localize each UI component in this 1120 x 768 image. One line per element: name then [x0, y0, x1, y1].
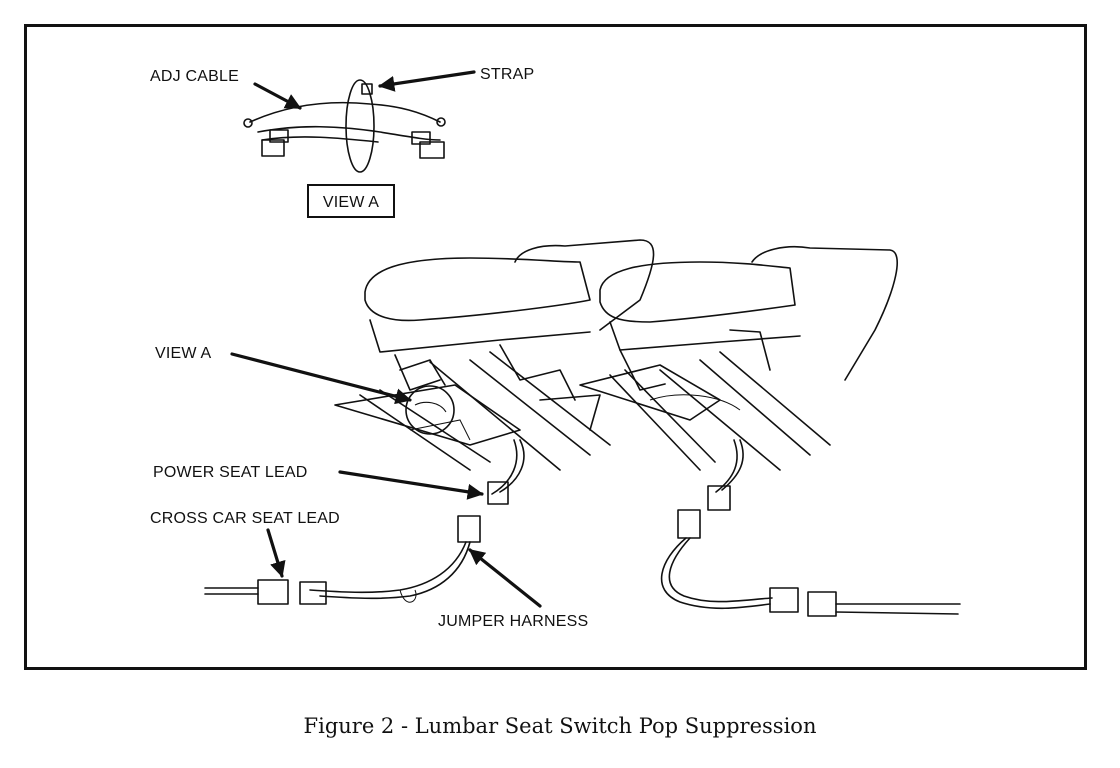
figure-caption: Figure 2 - Lumbar Seat Switch Pop Suppre…: [303, 714, 817, 738]
figure-frame: [24, 24, 1087, 670]
adj-cable-label: ADJ CABLE: [150, 68, 239, 85]
power-seat-lead-label: POWER SEAT LEAD: [153, 464, 307, 481]
left-seat: [334, 239, 655, 471]
right-seat: [579, 245, 898, 471]
view-a-box: [307, 184, 395, 218]
jumper-harness-label: JUMPER HARNESS: [438, 613, 588, 630]
view-a-pointer-label: VIEW A: [155, 345, 211, 362]
view-a-detail: [243, 79, 446, 173]
view-a-box-label: VIEW A: [323, 194, 379, 211]
left-harness: [204, 439, 525, 605]
cross-car-seat-lead-label: CROSS CAR SEAT LEAD: [150, 510, 340, 527]
strap-label: STRAP: [480, 66, 534, 83]
leader-arrows: [230, 70, 542, 608]
right-harness: [660, 439, 961, 617]
